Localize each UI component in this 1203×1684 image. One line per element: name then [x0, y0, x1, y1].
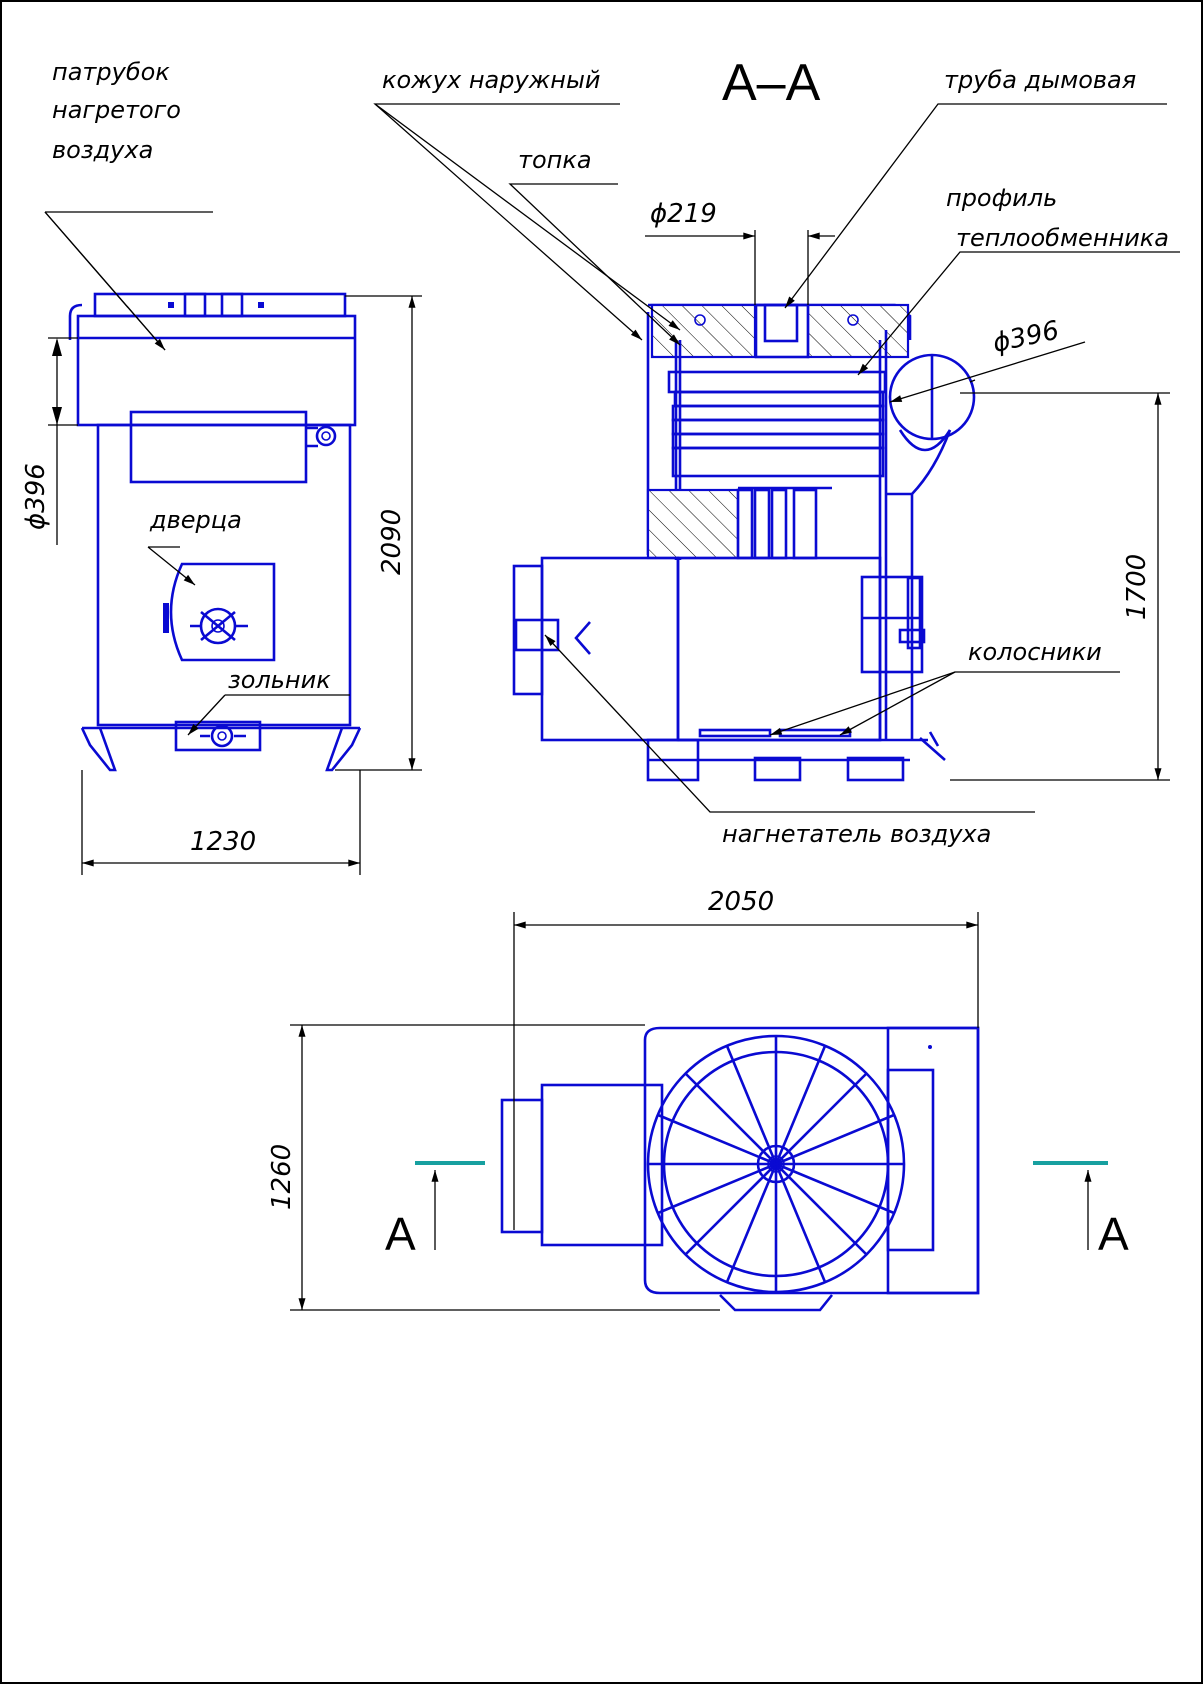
- label-chimney-pipe: труба дымовая: [944, 66, 1136, 94]
- label-hot-air-nozzle-3: воздуха: [52, 136, 153, 164]
- label-firebox: топка: [518, 146, 592, 174]
- label-ash-pit: зольник: [228, 666, 331, 694]
- section-cut-marks: [415, 1161, 1108, 1250]
- label-door: дверца: [149, 506, 242, 534]
- label-exchanger-profile-1: профиль: [946, 184, 1057, 212]
- front-view-leaders: [44, 211, 350, 735]
- dim-plan-width: 1260: [267, 1144, 297, 1210]
- plan-view: [500, 1026, 980, 1312]
- section-mark-right: А: [1098, 1208, 1129, 1260]
- dim-front-height: 2090: [377, 509, 407, 575]
- label-air-blower: нагнетатель воздуха: [722, 820, 991, 848]
- front-dimensions: [48, 295, 422, 875]
- label-exchanger-profile-2: теплообменника: [956, 224, 1169, 252]
- section-leaders: [373, 103, 1180, 813]
- dim-section-height: 1700: [1122, 554, 1152, 620]
- plan-dimensions: [290, 912, 979, 1311]
- section-view: [512, 303, 976, 782]
- label-hot-air-nozzle-1: патрубок: [52, 58, 170, 86]
- section-dimensions: [645, 230, 1170, 781]
- dim-front-nozzle-dia: ϕ396: [21, 463, 51, 530]
- front-view: [68, 292, 362, 772]
- dim-section-pipe-dia: ϕ219: [650, 199, 717, 229]
- dim-front-width: 1230: [190, 827, 256, 857]
- label-hot-air-nozzle-2: нагретого: [52, 96, 181, 124]
- section-title: А–А: [722, 54, 821, 112]
- label-grates: колосники: [968, 638, 1102, 666]
- dim-plan-length: 2050: [708, 887, 774, 917]
- label-outer-casing: кожух наружный: [382, 66, 601, 94]
- section-mark-left: А: [385, 1208, 416, 1260]
